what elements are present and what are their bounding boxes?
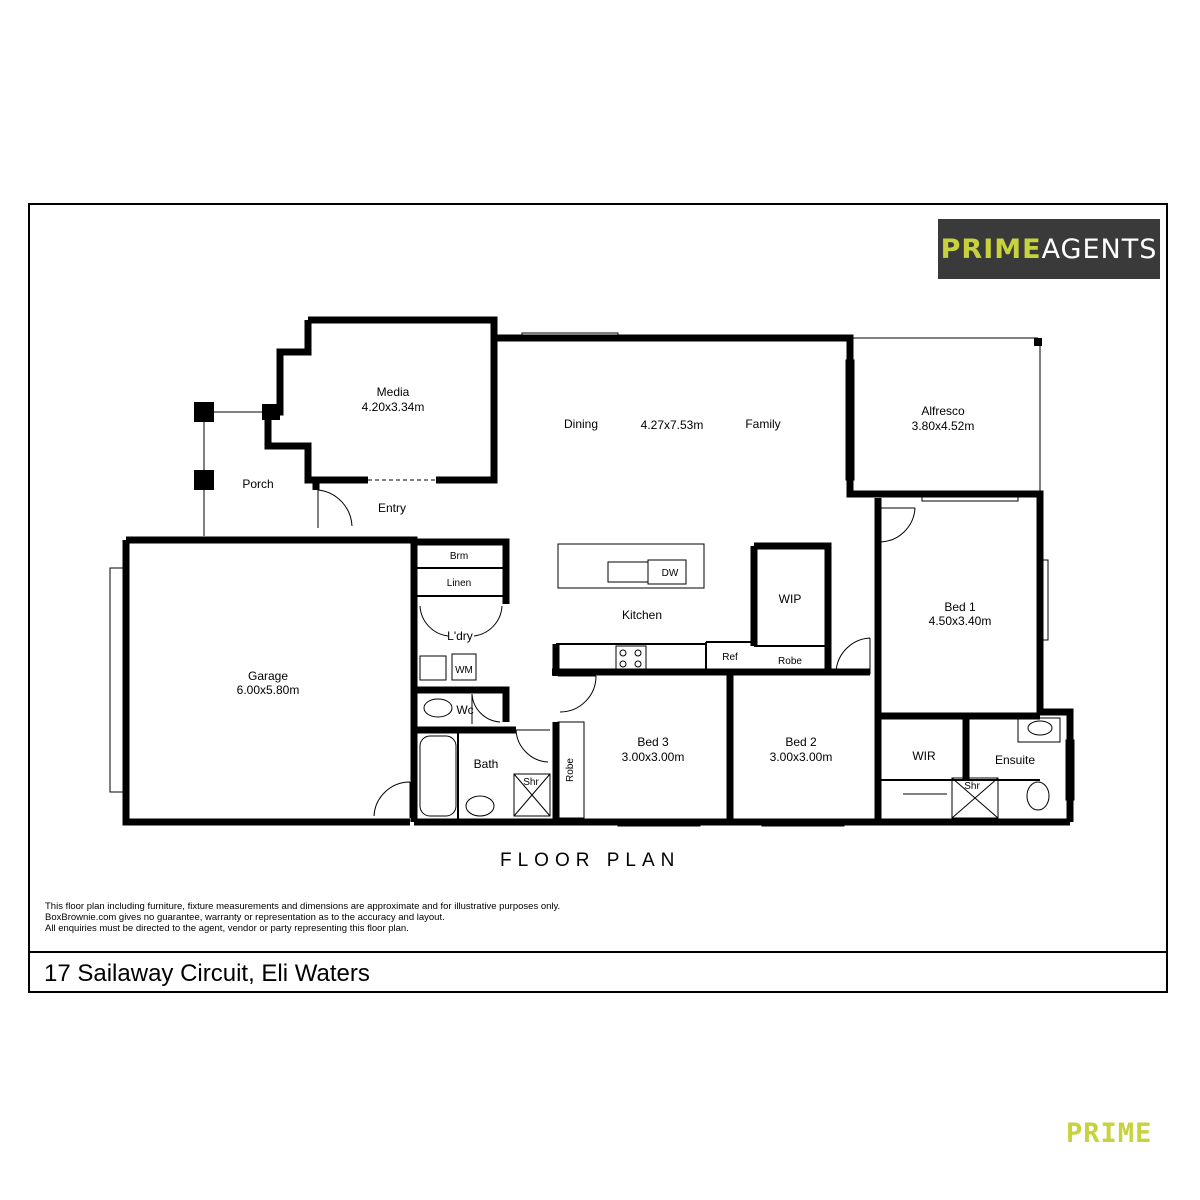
wm-label: WM: [455, 665, 473, 676]
disclaimer-line: BoxBrownie.com gives no guarantee, warra…: [45, 912, 445, 923]
room-labels: Media 4.20x3.34m Dining 4.27x7.53m Famil…: [237, 385, 1036, 792]
brm-label: Brm: [450, 551, 468, 562]
ensuite-shower: [951, 777, 999, 819]
bath-shower: [513, 773, 551, 817]
plan-frame: [28, 203, 1168, 993]
alfresco-post: [1034, 338, 1042, 346]
disclaimer: This floor plan including furniture, fix…: [45, 901, 665, 934]
bed1-door: [878, 507, 916, 543]
wc-label: Wc: [456, 703, 473, 717]
garage-door: [373, 781, 411, 818]
entry-door: [317, 489, 353, 528]
plan-title: FLOOR PLAN: [500, 850, 681, 871]
dw-label: DW: [662, 568, 679, 579]
wip-label: WIP: [779, 592, 802, 606]
bed1-label: Bed 1: [944, 600, 976, 614]
kitchen-island: [557, 543, 705, 589]
address-divider: [28, 951, 1168, 953]
ref-label: Ref: [722, 652, 738, 663]
entry-label: Entry: [378, 501, 406, 515]
laundry-label: L'dry: [447, 629, 473, 643]
bed2-size: 3.00x3.00m: [770, 750, 833, 764]
alfresco-size: 3.80x4.52m: [912, 419, 975, 433]
porch-post: [194, 402, 214, 422]
porch-label: Porch: [242, 477, 273, 491]
laundry-doors: [419, 605, 503, 637]
wip-wall: [754, 542, 832, 672]
ensuite-vanity: [1017, 717, 1061, 743]
dining-label: Dining: [564, 417, 598, 431]
logo-word-agents: AGENTS: [1041, 233, 1158, 265]
bath-shower-label: Shr: [523, 777, 539, 788]
laundry-bottom-wall: [414, 686, 510, 722]
living-outer-wall: [494, 334, 1074, 822]
bath-label: Bath: [474, 757, 499, 771]
ensuite-toilet: [1026, 781, 1050, 811]
robe-door: [835, 637, 871, 674]
bed2-label: Bed 2: [785, 735, 817, 749]
bath-basin: [465, 795, 495, 817]
media-wall-left: [264, 320, 368, 484]
shower-cross: [951, 777, 999, 819]
ensuite-label: Ensuite: [995, 753, 1035, 767]
bed3-size: 3.00x3.00m: [622, 750, 685, 764]
brm-wall: [414, 538, 510, 604]
burner-icon: [634, 649, 642, 657]
wir-label: WIR: [912, 749, 936, 763]
dishwasher: [647, 559, 687, 585]
linen-label: Linen: [447, 578, 471, 589]
posts: [194, 338, 1042, 490]
garage-size: 6.00x5.80m: [237, 683, 300, 697]
burner-icon: [619, 649, 627, 657]
ensuite-basin: [1027, 720, 1053, 736]
prime-footer-wordmark: PRIME: [1066, 1118, 1153, 1149]
burner-icon: [619, 660, 627, 668]
kitchen-label: Kitchen: [622, 608, 662, 622]
wc-door: [471, 693, 501, 724]
garage-label: Garage: [248, 669, 288, 683]
bed3-robe-label: Robe: [565, 758, 576, 782]
ensuite-shower-label: Shr: [964, 781, 980, 792]
bed1-size: 4.50x3.40m: [929, 614, 992, 628]
media-label: Media: [377, 385, 410, 399]
porch-post: [262, 404, 280, 420]
washing-machine: [451, 653, 477, 681]
walls: [122, 316, 1074, 826]
living-size: 4.27x7.53m: [641, 418, 704, 432]
robe-label: Robe: [778, 656, 802, 667]
disclaimer-line: All enquiries must be directed to the ag…: [45, 923, 409, 934]
shower-cross: [513, 773, 551, 817]
family-label: Family: [745, 417, 780, 431]
bathtub: [419, 735, 457, 817]
kitchen-sink: [607, 561, 649, 583]
toilet-icon: [423, 698, 453, 718]
porch-post: [194, 470, 214, 490]
property-address: 17 Sailaway Circuit, Eli Waters: [44, 960, 370, 987]
garage-outer-wall: [122, 540, 410, 826]
disclaimer-line: This floor plan including furniture, fix…: [45, 901, 561, 912]
bath-door: [515, 729, 550, 763]
bed3-door: [558, 675, 597, 713]
media-wall-right: [308, 316, 498, 484]
thin-partitions: [416, 567, 1040, 822]
logo-word-prime: PRIME: [940, 233, 1042, 265]
bed3-label: Bed 3: [637, 735, 669, 749]
laundry-tub: [419, 655, 447, 681]
media-size: 4.20x3.34m: [362, 400, 425, 414]
burner-icon: [634, 660, 642, 668]
alfresco-label: Alfresco: [921, 404, 965, 418]
